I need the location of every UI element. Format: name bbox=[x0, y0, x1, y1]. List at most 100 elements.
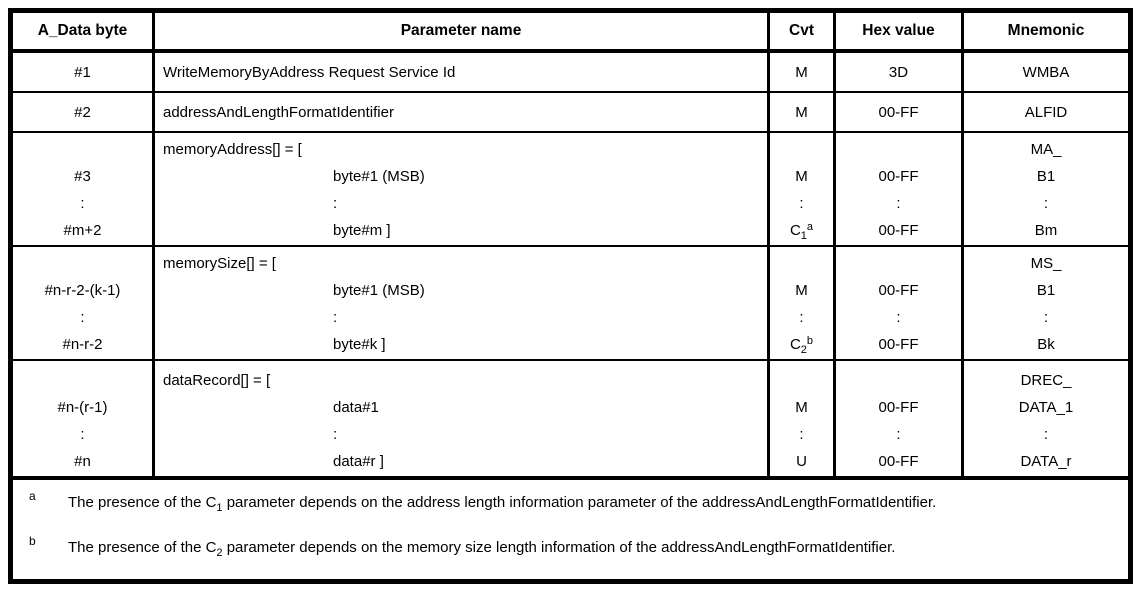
footnote-text: The presence of the C1 parameter depends… bbox=[68, 494, 937, 514]
cell-line: DATA_1 bbox=[1018, 399, 1074, 416]
cell-line: : bbox=[80, 426, 85, 443]
cell-line bbox=[836, 136, 961, 163]
footnote-text-part: parameter depends on the memory size len… bbox=[222, 539, 896, 556]
table-header-row: A_Data byte Parameter name Cvt Hex value… bbox=[13, 13, 1128, 53]
cell-line: #n-r-2 bbox=[62, 336, 103, 353]
row-service-id: #1 WriteMemoryByAddress Request Service … bbox=[13, 53, 1128, 93]
cell-line bbox=[13, 367, 152, 394]
cell-line bbox=[13, 250, 152, 277]
cell-line: : bbox=[80, 195, 85, 212]
cell-line: : bbox=[1043, 195, 1049, 212]
row-alfid: #2 addressAndLengthFormatIdentifier M 00… bbox=[13, 93, 1128, 133]
cell-line: byte#k ] bbox=[333, 336, 386, 353]
cell-hex: 00-FF bbox=[836, 93, 964, 131]
cell-parameter: memoryAddress[] = [ byte#1 (MSB) : byte#… bbox=[155, 133, 770, 245]
header-parameter-name: Parameter name bbox=[155, 13, 770, 49]
cell-line: #m+2 bbox=[63, 222, 102, 239]
cell-line: data#r ] bbox=[333, 453, 384, 470]
cell-line: #n-(r-1) bbox=[57, 399, 108, 416]
section-memory-address: #3 : #m+2 memoryAddress[] = [ byte#1 (MS… bbox=[13, 133, 1128, 247]
cvt-value: M bbox=[795, 168, 808, 185]
cell-line: data#1 bbox=[333, 399, 379, 416]
cell-line: : bbox=[896, 426, 901, 443]
cell-mnemonic: WMBA bbox=[1022, 63, 1070, 81]
cell-line: MS_ bbox=[1030, 255, 1062, 272]
header-a-data-byte: A_Data byte bbox=[13, 13, 155, 49]
cvt-value: : bbox=[799, 309, 804, 326]
cvt-footnote-ref: a bbox=[806, 221, 814, 233]
cvt-value: : bbox=[799, 426, 804, 443]
write-memory-by-address-request-table: A_Data byte Parameter name Cvt Hex value… bbox=[8, 8, 1133, 584]
cell-line: 00-FF bbox=[878, 399, 919, 416]
cell-byte: #n-r-2-(k-1) : #n-r-2 bbox=[13, 247, 155, 359]
cell-hex: 00-FF : 00-FF bbox=[836, 361, 964, 476]
cell-cvt: M bbox=[770, 93, 836, 131]
header-hex-value: Hex value bbox=[836, 13, 964, 49]
cell-cvt: M : C1a bbox=[770, 133, 836, 245]
cvt-subscript: 1 bbox=[800, 230, 807, 242]
cell-line bbox=[770, 367, 833, 394]
cell-line: memoryAddress[] = [ bbox=[163, 141, 302, 158]
cell-line: : bbox=[333, 426, 338, 443]
cell-line bbox=[770, 250, 833, 277]
footnote-subscript: 2 bbox=[216, 547, 223, 559]
cell-line: M bbox=[770, 163, 833, 190]
cell-line: 00-FF bbox=[878, 168, 919, 185]
cell-hex: 00-FF : 00-FF bbox=[836, 133, 964, 245]
cell-line: B1 bbox=[1036, 168, 1056, 185]
cell-line: Bm bbox=[1034, 222, 1058, 239]
footnotes: a The presence of the C1 parameter depen… bbox=[13, 480, 1128, 579]
section-data-record: #n-(r-1) : #n dataRecord[] = [ data#1 : … bbox=[13, 361, 1128, 480]
cell-parameter: WriteMemoryByAddress Request Service Id bbox=[155, 53, 770, 91]
cell-hex: 3D bbox=[836, 53, 964, 91]
cell-line: #n bbox=[74, 453, 91, 470]
cell-mnemonic: MS_ B1 : Bk bbox=[964, 247, 1128, 359]
cell-byte: #1 bbox=[13, 53, 155, 91]
cell-line: byte#1 (MSB) bbox=[333, 168, 425, 185]
cell-parameter: addressAndLengthFormatIdentifier bbox=[155, 93, 770, 131]
section-memory-size: #n-r-2-(k-1) : #n-r-2 memorySize[] = [ b… bbox=[13, 247, 1128, 361]
cell-cvt: M : U bbox=[770, 361, 836, 476]
cvt-value: U bbox=[796, 453, 807, 470]
cell-line: C2b bbox=[770, 331, 833, 358]
footnote-text: The presence of the C2 parameter depends… bbox=[68, 539, 896, 559]
footnote-b: b The presence of the C2 parameter depen… bbox=[26, 534, 1114, 559]
cell-line: Bk bbox=[1037, 336, 1055, 353]
footnote-marker: a bbox=[29, 489, 36, 503]
cell-line: C1a bbox=[770, 217, 833, 244]
cell-mnemonic: DREC_ DATA_1 : DATA_r bbox=[964, 361, 1128, 476]
cell-line: : bbox=[333, 195, 338, 212]
cell-line: : bbox=[896, 309, 901, 326]
cell-mnemonic: MA_ B1 : Bm bbox=[964, 133, 1128, 245]
cell-line: : bbox=[770, 190, 833, 217]
footnote-text-part: The presence of the C bbox=[68, 494, 217, 511]
cell-hex: 00-FF : 00-FF bbox=[836, 247, 964, 359]
cell-parameter: memorySize[] = [ byte#1 (MSB) : byte#k ] bbox=[155, 247, 770, 359]
cell-line: #n-r-2-(k-1) bbox=[44, 282, 121, 299]
cell-line: 00-FF bbox=[878, 336, 919, 353]
cell-cvt: M bbox=[770, 53, 836, 91]
cell-line: B1 bbox=[1036, 282, 1056, 299]
footnote-text-part: parameter depends on the address length … bbox=[222, 494, 937, 511]
cell-line: #3 bbox=[74, 168, 91, 185]
cell-line bbox=[13, 136, 152, 163]
cell-byte: #3 : #m+2 bbox=[13, 133, 155, 245]
cell-cvt: M : C2b bbox=[770, 247, 836, 359]
cell-line: : bbox=[80, 309, 85, 326]
cell-line: : bbox=[1043, 309, 1049, 326]
cvt-value: M bbox=[795, 282, 808, 299]
cell-line: memorySize[] = [ bbox=[163, 255, 276, 272]
cvt-value: C bbox=[789, 336, 801, 353]
footnote-a: a The presence of the C1 parameter depen… bbox=[26, 489, 1114, 514]
header-mnemonic: Mnemonic bbox=[1007, 22, 1085, 39]
cvt-value: : bbox=[799, 195, 804, 212]
cell-line: 00-FF bbox=[878, 282, 919, 299]
cell-line: byte#m ] bbox=[333, 222, 391, 239]
cell-byte: #2 bbox=[13, 93, 155, 131]
cell-line: 00-FF bbox=[878, 453, 919, 470]
cell-line bbox=[836, 250, 961, 277]
cell-line: byte#1 (MSB) bbox=[333, 282, 425, 299]
header-cvt: Cvt bbox=[770, 13, 836, 49]
footnote-text-part: The presence of the C bbox=[68, 539, 217, 556]
cell-line: M bbox=[770, 277, 833, 304]
